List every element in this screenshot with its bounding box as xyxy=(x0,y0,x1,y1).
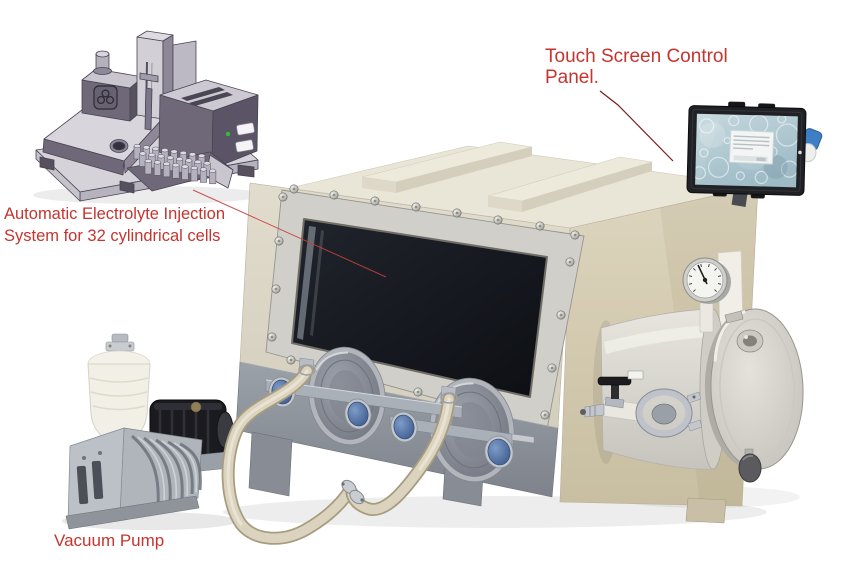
glass-reflection xyxy=(310,230,324,336)
console-port-hole xyxy=(112,141,126,151)
pump-fins xyxy=(131,434,202,507)
pump-vent xyxy=(76,465,89,505)
vent-slot xyxy=(235,139,254,153)
top-rail-left-side xyxy=(396,147,532,193)
pump-knob xyxy=(98,451,102,455)
head-spindle-top xyxy=(95,50,110,58)
valve-stem xyxy=(611,385,619,399)
pump-knob xyxy=(82,456,86,460)
motor-capacitor xyxy=(190,401,202,413)
filter-stem xyxy=(111,333,129,343)
door-sight-port xyxy=(736,329,764,353)
leader-line-touchscreen xyxy=(599,90,674,162)
machine-foot xyxy=(39,156,55,171)
kf-port-cap xyxy=(390,411,418,443)
control-box-slot xyxy=(181,87,225,101)
hose-clamp xyxy=(440,392,458,404)
glass-reflection xyxy=(297,226,316,340)
leader-line-injection xyxy=(192,189,387,278)
vent-slot xyxy=(236,122,255,136)
injection-system-label-line1: Automatic Electrolyte Injection xyxy=(4,205,226,223)
cylindrical-cells xyxy=(133,143,217,185)
valve-handle xyxy=(597,376,632,386)
touch-screen-label: Touch Screen Control Panel. xyxy=(545,46,728,88)
kf-clamp xyxy=(635,388,703,438)
console-front xyxy=(42,138,125,176)
flange-bolt xyxy=(108,344,112,348)
power-led xyxy=(225,131,231,137)
head-spindle-flange xyxy=(93,67,112,75)
electrolyte-injection-machine-illustration xyxy=(33,30,263,204)
control-box-slot xyxy=(189,92,233,106)
antechamber-door xyxy=(704,308,804,470)
head-logo-icon xyxy=(96,89,115,105)
valve-label-plate xyxy=(627,370,644,380)
pump-base xyxy=(65,495,200,530)
glovebox-foot xyxy=(685,497,727,524)
motor-top-highlight xyxy=(154,403,222,410)
injection-system-label: Automatic Electrolyte Injection System f… xyxy=(4,203,225,247)
vacuum-pump-label: Vacuum Pump xyxy=(54,530,164,551)
vacuum-pump-illustration xyxy=(62,333,238,530)
tower-bracket xyxy=(139,72,159,83)
port-rail-lower xyxy=(389,415,513,446)
barb-tip xyxy=(580,409,586,415)
glovebox-foot xyxy=(248,431,293,497)
pressure-gauge xyxy=(682,257,731,333)
kf-port-cap xyxy=(344,398,372,430)
antechamber xyxy=(580,250,804,483)
machine-foot xyxy=(119,180,135,194)
vacuum-valve xyxy=(580,376,641,422)
injection-system-label-line2: System for 32 cylindrical cells xyxy=(4,227,221,245)
hose-clamp xyxy=(298,364,316,376)
screen-camera-dot xyxy=(798,150,802,155)
machine-foot xyxy=(237,164,255,178)
hose-coupler-clamps xyxy=(341,479,365,505)
top-rail-right-side xyxy=(522,162,652,212)
gauge-ticks xyxy=(688,263,722,293)
top-rail-left-end xyxy=(362,177,396,193)
top-rail-right-end xyxy=(488,196,522,212)
vacuum-pump-label-text: Vacuum Pump xyxy=(54,531,165,550)
touch-screen-label-line1: Touch Screen Control xyxy=(545,46,728,67)
flange-bolt xyxy=(128,344,132,348)
gauge-stem xyxy=(699,302,714,333)
pump-vent xyxy=(91,460,104,500)
pump-fins-light xyxy=(137,436,198,505)
touch-screen-panel xyxy=(686,101,823,208)
rail-end-tube xyxy=(511,433,535,444)
chamber-highlight xyxy=(604,325,713,354)
door-hinge xyxy=(724,310,744,324)
filter-ribs xyxy=(89,377,149,411)
kf-port-cap xyxy=(484,435,514,469)
touch-screen-label-line2: Panel. xyxy=(545,67,599,88)
gauge-hub xyxy=(702,277,708,283)
injector-arm xyxy=(144,87,153,131)
door-handle-knob xyxy=(738,448,762,483)
screen-dialog-window[interactable] xyxy=(728,129,775,165)
